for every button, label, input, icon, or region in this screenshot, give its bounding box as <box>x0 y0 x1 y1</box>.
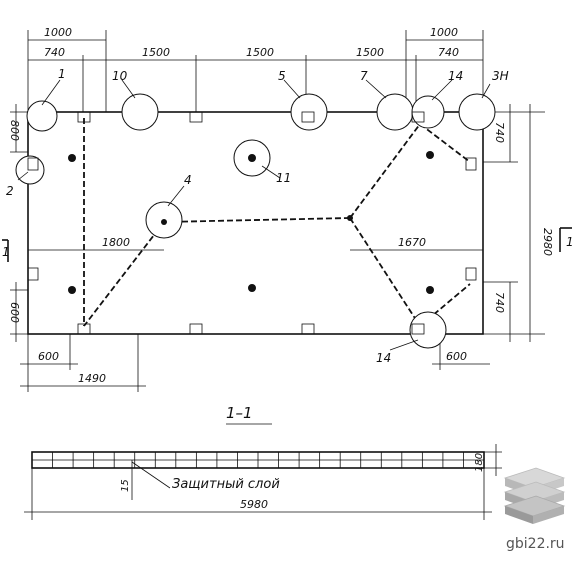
left-dimensions <box>10 104 28 342</box>
loop-circle-3h <box>458 93 496 131</box>
callout-5: 5 <box>278 69 286 83</box>
loop-circle-14-bottom <box>409 311 447 349</box>
dim-2980: 2980 <box>541 228 554 256</box>
section-mark-right-label: 1 <box>566 235 574 249</box>
watermark-site: gbi22.ru <box>506 536 565 552</box>
lifting-loops <box>15 93 496 349</box>
section-mark-left <box>2 239 9 262</box>
dim-740-right: 740 <box>438 46 459 59</box>
dim-740-right-top: 740 <box>493 122 506 143</box>
callout-2: 2 <box>6 184 14 198</box>
section-view: 1–1 5980 180 15 Защитный слой <box>24 404 502 520</box>
section-dim-180: 180 <box>474 453 485 472</box>
dim-600-left: 600 <box>8 302 21 323</box>
dim-600-bottom-left: 600 <box>38 350 59 363</box>
dim-740-left: 740 <box>44 46 65 59</box>
callout-4: 4 <box>184 173 192 187</box>
loop-circle-10 <box>121 93 159 131</box>
embedded-parts <box>27 111 477 335</box>
dim-1500-c: 1500 <box>356 46 384 59</box>
dim-1490: 1490 <box>78 372 106 385</box>
section-dim-5980: 5980 <box>240 498 268 511</box>
plan-view: 1000 1000 740 1500 1500 1500 740 2980 74… <box>2 26 574 392</box>
section-mark-left-label: 1 <box>2 245 10 259</box>
slab-outline <box>27 111 484 335</box>
dim-1670: 1670 <box>398 236 426 249</box>
mounting-holes <box>68 151 434 294</box>
section-mark-right <box>559 227 572 252</box>
dim-1800: 1800 <box>102 236 130 249</box>
section-dim-15: 15 <box>120 479 131 492</box>
callout-10: 10 <box>112 69 128 83</box>
dim-740-right-bottom: 740 <box>493 292 506 313</box>
dim-600-bottom-right: 600 <box>446 350 467 363</box>
callout-11: 11 <box>276 171 291 185</box>
dim-800-left: 800 <box>8 120 21 141</box>
dim-1000-left: 1000 <box>44 26 72 39</box>
callout-1: 1 <box>58 67 66 81</box>
callout-7: 7 <box>360 69 368 83</box>
loop-circle-7 <box>376 93 414 131</box>
loop-circle-1 <box>26 100 58 132</box>
protective-layer-label: Защитный слой <box>172 477 280 492</box>
section-dimension-lines <box>24 444 502 520</box>
dim-1500-a: 1500 <box>142 46 170 59</box>
stacked-slabs-icon <box>503 467 566 524</box>
dim-1000-right: 1000 <box>430 26 458 39</box>
dim-1500-b: 1500 <box>246 46 274 59</box>
callout-3h: 3Н <box>492 69 509 83</box>
section-title: 1–1 <box>226 404 253 422</box>
callout-14-bottom: 14 <box>376 351 391 365</box>
callout-14-top: 14 <box>448 69 463 83</box>
section-ribs <box>52 452 464 468</box>
hidden-frame <box>83 118 471 327</box>
right-dimensions <box>483 104 545 342</box>
top-dimensions <box>27 30 484 112</box>
callout-leaders <box>17 79 491 351</box>
